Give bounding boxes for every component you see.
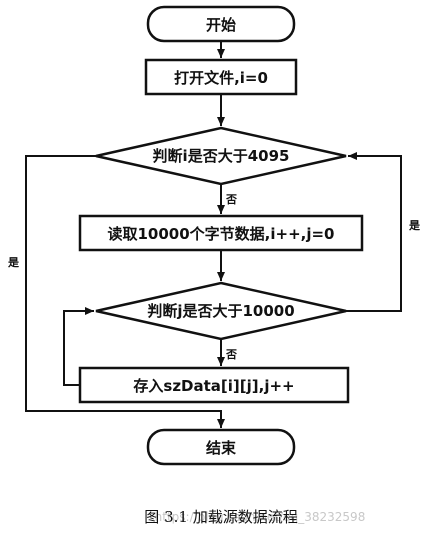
start-label: 开始 [206,16,236,34]
open-file-box [144,58,298,96]
store-data-label: 存入szData[i][j],j++ [133,377,294,395]
figure-caption: 图 3.1 加载源数据流程 [144,508,297,526]
decision-i-yes-label: 是 [7,256,20,269]
end-label: 结束 [206,439,237,457]
open-file-label: 打开文件,i=0 [174,69,268,87]
read-data-box [78,214,364,252]
end-terminal [146,428,296,466]
arrow-decision-i-yes [25,155,225,428]
watermark: https://blog.csdn.net/qq_38232598 [155,510,366,524]
read-data-label: 读取10000个字节数据,i++,j=0 [107,225,334,243]
arrow-decision-j-yes-loop [346,152,402,312]
decision-i-no-label: 否 [225,193,237,206]
decision-i-label: 判断i是否大于4095 [153,147,290,165]
arrow-store-loop [63,307,94,386]
decision-j-label: 判断j是否大于10000 [147,302,294,320]
decision-j-no-label: 否 [225,348,237,361]
decision-j-yes-label: 是 [408,219,421,232]
